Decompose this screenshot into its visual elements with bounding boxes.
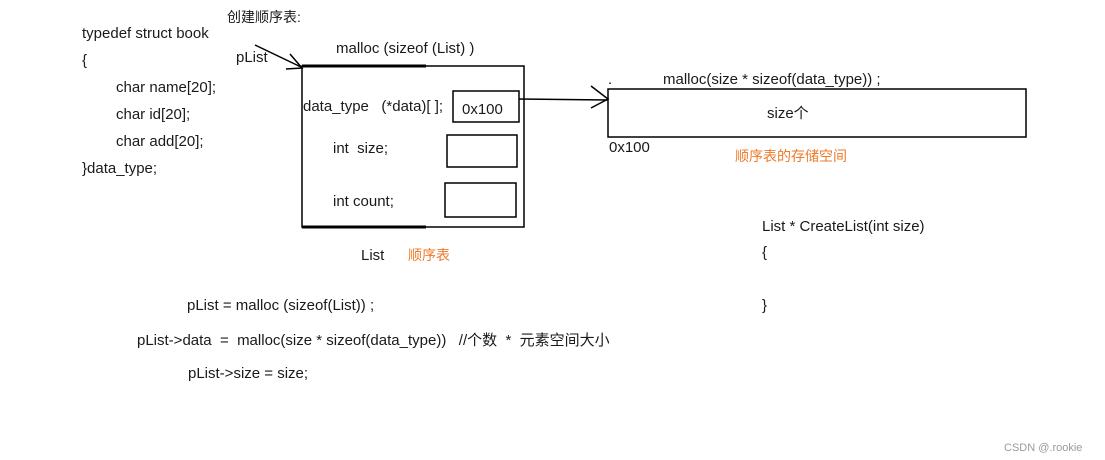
struct-line-2: {	[82, 52, 88, 69]
plist-arrow-line	[254, 44, 302, 68]
func-line-1: List * CreateList(int size)	[762, 218, 925, 235]
plist-label: pList	[236, 49, 268, 66]
malloc-list-label: malloc (sizeof (List) )	[336, 40, 475, 57]
struct-line-3: char name[20];	[116, 79, 217, 96]
field-data-label: data_type (*data)[ ];	[303, 98, 444, 115]
plist-arrow-head	[285, 53, 304, 70]
struct-line-6: }data_type;	[82, 160, 158, 177]
code-line-1: pList = malloc (sizeof(List)) ;	[187, 297, 375, 314]
func-line-3: }	[762, 297, 768, 314]
list-caption: List	[361, 247, 385, 264]
data-value-cell	[452, 90, 520, 123]
struct-line-1: typedef struct book	[82, 25, 209, 42]
field-data-value: 0x100	[462, 101, 503, 118]
list-caption-cn: 顺序表	[408, 247, 450, 263]
struct-line-4: char id[20];	[116, 106, 191, 123]
storage-malloc-label: malloc(size * sizeof(data_type)) ;	[663, 71, 881, 88]
count-value-cell	[444, 182, 517, 218]
storage-box	[607, 88, 1027, 138]
code-line-2: pList->data = malloc(size * sizeof(data_…	[137, 332, 610, 349]
func-line-2: {	[762, 244, 768, 261]
storage-caption-cn: 顺序表的存储空间	[735, 148, 847, 164]
field-count-label: int count;	[333, 193, 394, 210]
field-size-label: int size;	[333, 140, 389, 157]
storage-box-text: size个	[767, 105, 809, 122]
size-value-cell	[446, 134, 518, 168]
data-pointer-arrow-head	[590, 85, 610, 109]
code-line-3: pList->size = size;	[188, 365, 309, 382]
create-title: 创建顺序表:	[227, 9, 301, 25]
data-pointer-arrow-line	[518, 98, 609, 101]
storage-dot: .	[608, 71, 613, 88]
storage-address: 0x100	[609, 139, 650, 156]
struct-line-5: char add[20];	[116, 133, 204, 150]
watermark: CSDN @.rookie	[1004, 442, 1083, 454]
